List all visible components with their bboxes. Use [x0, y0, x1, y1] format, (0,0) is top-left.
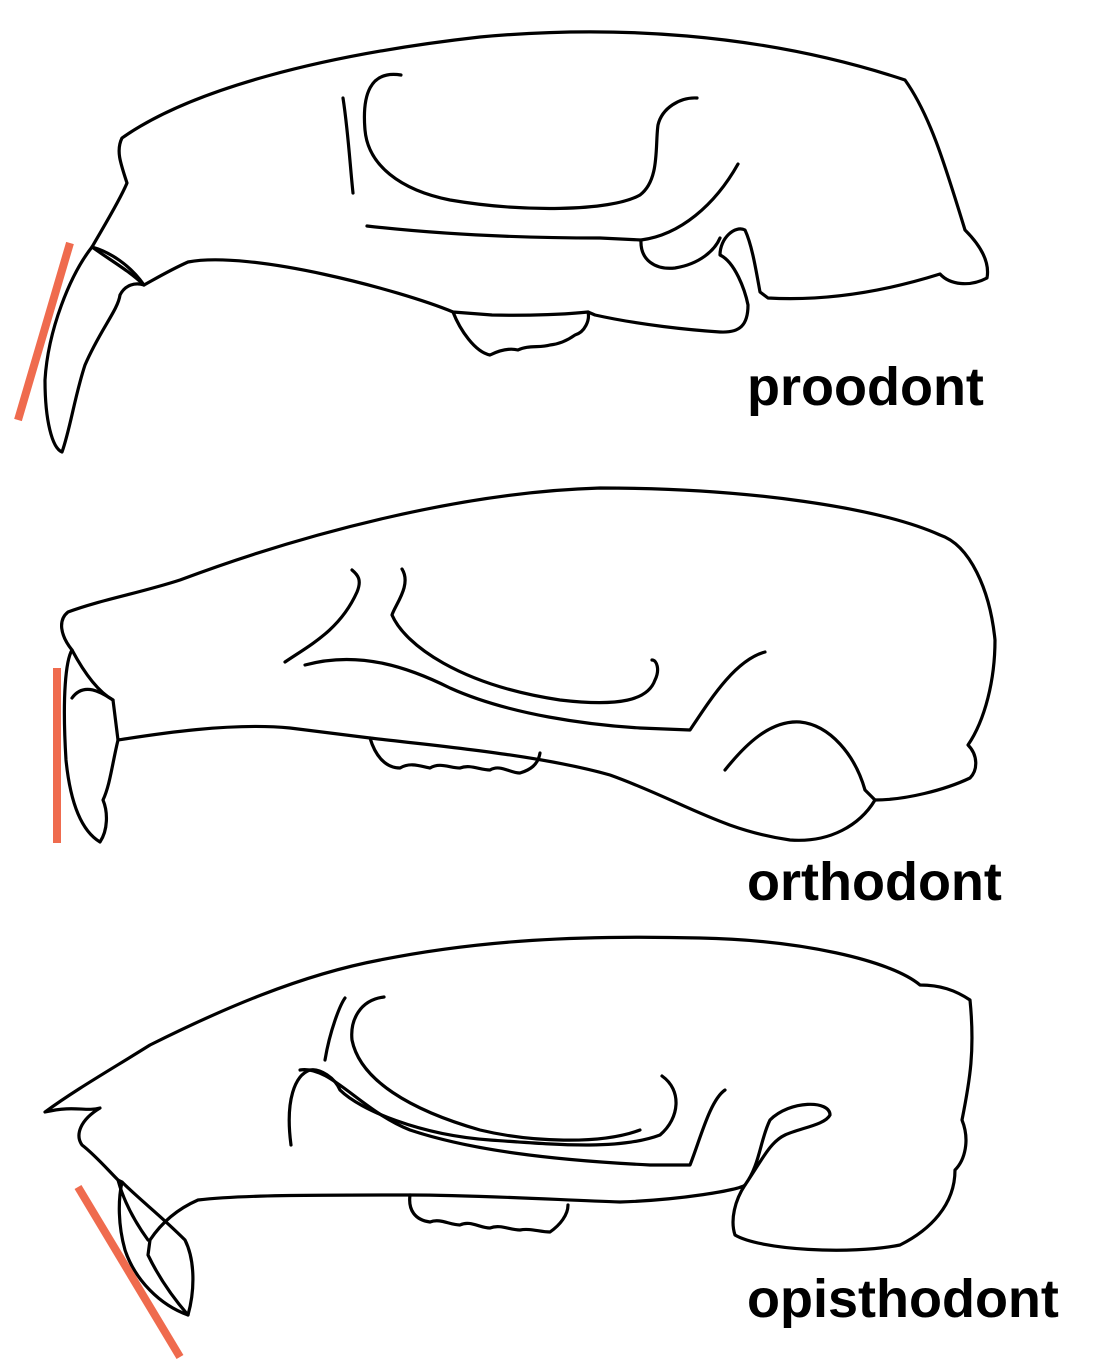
proodont-label: proodont [747, 360, 984, 414]
opisthodont-label: opisthodont [747, 1272, 1059, 1326]
orthodont-cranium-outline [62, 488, 995, 840]
proodont-orbit-line [343, 98, 353, 193]
proodont-auditory-bulla [641, 238, 720, 268]
orthodont-auditory-bulla [725, 722, 875, 800]
orthodont-incisor-inner [72, 689, 113, 700]
proodont-zygomatic-arch [364, 74, 697, 208]
proodont-molar-row [453, 312, 588, 355]
orthodont-label: orthodont [747, 855, 1002, 909]
opisthodont-cranium-outline [45, 937, 972, 1315]
proodont-zygoma-lower [367, 164, 738, 240]
opisthodont-zygomatic-arch [289, 1070, 676, 1145]
opisthodont-molar-row [410, 1195, 568, 1232]
orthodont-zygoma-lower [305, 652, 765, 730]
orthodont-zygomatic-arch [285, 570, 359, 662]
proodont-cranium-outline [92, 32, 988, 332]
orthodont-skull [57, 488, 995, 843]
opisthodont-incisor-root [118, 1180, 148, 1240]
opisthodont-incisor [119, 1182, 188, 1315]
opisthodont-orbit-line [325, 998, 345, 1060]
opisthodont-incisor-angle-line [78, 1187, 180, 1357]
orthodont-orbit-line [392, 569, 658, 703]
opisthodont-zygoma-lower [300, 1070, 725, 1165]
opisthodont-auditory-bulla [745, 1104, 830, 1185]
